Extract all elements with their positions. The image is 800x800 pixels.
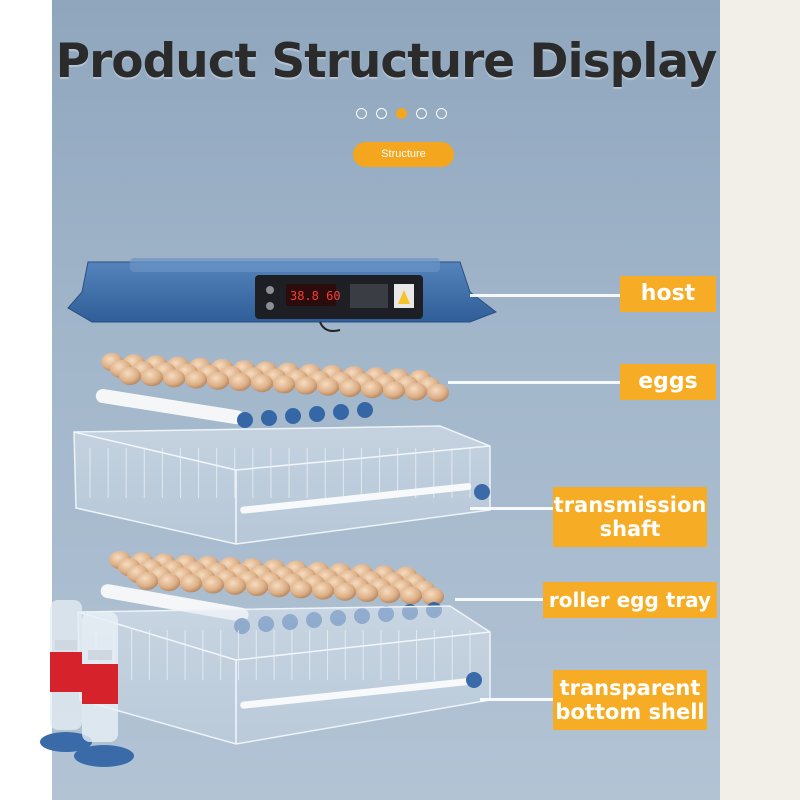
label-transmission-shaft-line1: transmission xyxy=(553,492,707,517)
egg xyxy=(224,576,246,595)
shaft-callout-line xyxy=(470,507,555,510)
egg xyxy=(251,374,273,393)
bottom-transparent-shell xyxy=(77,605,491,745)
label-transmission-shaft: transmission shaft xyxy=(553,487,707,547)
water-bottle-right xyxy=(74,612,134,767)
egg xyxy=(317,377,339,396)
host-callout-line xyxy=(470,294,620,297)
egg xyxy=(400,586,422,605)
egg xyxy=(290,580,312,599)
label-roller-egg-tray: roller egg tray xyxy=(543,582,717,618)
egg xyxy=(405,382,427,401)
temperature-display: 38.8 60 xyxy=(290,289,341,303)
egg xyxy=(185,370,207,389)
pagination-dot-5[interactable] xyxy=(436,108,447,119)
section-pill-structure[interactable]: Structure xyxy=(353,142,454,167)
label-eggs: eggs xyxy=(620,364,716,400)
pagination-dot-3-active[interactable] xyxy=(396,108,407,119)
banner-side-margin xyxy=(720,0,800,800)
label-bottom-shell-line2: bottom shell xyxy=(555,700,705,724)
egg xyxy=(422,587,444,606)
eggs-callout-line xyxy=(448,381,620,384)
upper-transparent-frame xyxy=(73,425,491,545)
host-lid: 38.8 60 xyxy=(67,258,498,332)
lower-eggs xyxy=(109,551,444,606)
upper-egg-tray xyxy=(95,353,449,428)
page-title: Product Structure Display xyxy=(55,34,718,89)
pagination-dots xyxy=(356,108,448,120)
roller-end-cap xyxy=(237,412,253,428)
tray-callout-line xyxy=(455,598,543,601)
egg xyxy=(207,371,229,390)
upper-rollers xyxy=(237,402,373,428)
label-host: host xyxy=(620,276,716,312)
egg xyxy=(383,381,405,400)
water-bottle-left xyxy=(40,600,92,752)
power-button-icon xyxy=(266,286,274,294)
egg xyxy=(356,584,378,602)
power-cable xyxy=(319,321,341,332)
egg xyxy=(378,585,400,604)
egg xyxy=(273,375,295,394)
egg xyxy=(427,383,449,402)
transmission-shaft xyxy=(240,483,472,514)
pagination-dot-1[interactable] xyxy=(356,108,367,119)
label-bottom-shell-line1: transparent xyxy=(559,675,701,700)
egg xyxy=(295,376,317,395)
egg xyxy=(180,574,202,593)
egg xyxy=(339,379,361,397)
egg xyxy=(334,582,356,601)
pagination-dot-2[interactable] xyxy=(376,108,387,119)
egg xyxy=(268,579,290,598)
egg xyxy=(163,369,185,388)
roller-end-cap xyxy=(357,402,373,418)
roller-end-cap xyxy=(333,404,349,420)
roller-end-cap xyxy=(309,406,325,422)
egg xyxy=(312,581,334,600)
egg xyxy=(119,367,141,385)
set-button-icon xyxy=(266,302,274,310)
egg xyxy=(158,573,180,592)
pagination-dot-4[interactable] xyxy=(416,108,427,119)
egg xyxy=(246,578,268,596)
egg xyxy=(229,373,251,391)
egg xyxy=(141,368,163,387)
motor-gear-icon xyxy=(474,484,490,500)
egg xyxy=(202,575,224,594)
upper-eggs xyxy=(101,353,449,402)
water-bottles xyxy=(40,600,134,767)
egg xyxy=(361,380,383,399)
label-transparent-bottom-shell: transparent bottom shell xyxy=(553,670,707,730)
roller-end-cap xyxy=(285,408,301,424)
roller-end-cap xyxy=(261,410,277,426)
egg xyxy=(136,572,158,590)
label-transmission-shaft-line2: shaft xyxy=(599,517,661,541)
shell-callout-line xyxy=(480,698,555,701)
